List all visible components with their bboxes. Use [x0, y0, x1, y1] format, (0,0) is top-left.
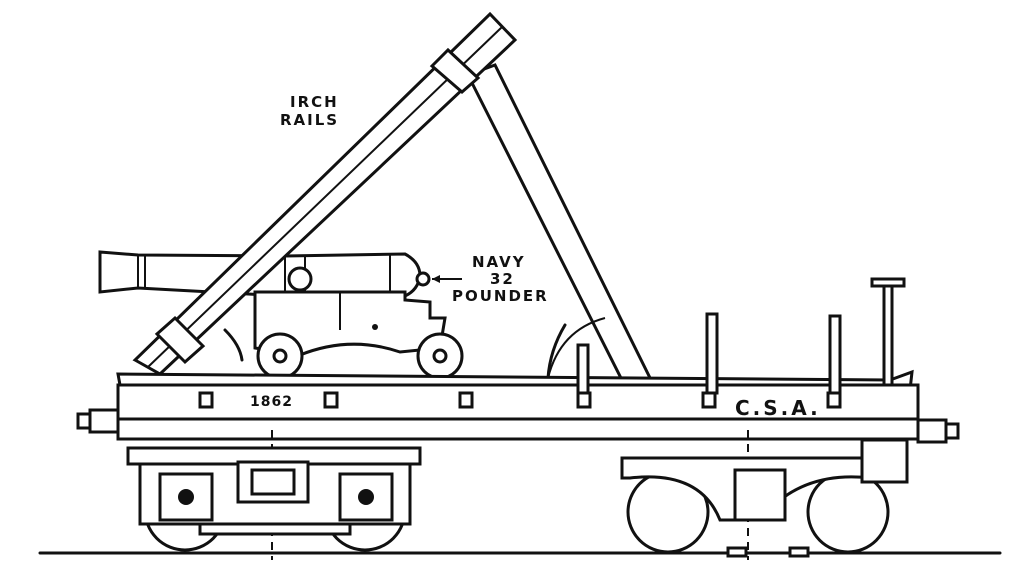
iron-rails-label-line2: RAILS — [280, 111, 340, 129]
navy-label-line2: 32 — [490, 270, 515, 288]
iron-rails-boom — [132, 11, 518, 376]
car-year-marking: 1862 — [250, 394, 293, 410]
iron-rails-label-line1: IRCH — [290, 93, 339, 111]
navy-label-line1: NAVY — [472, 253, 526, 271]
navy-label-line3: POUNDER — [452, 287, 549, 305]
a-frame-rear-leg — [465, 63, 658, 394]
navy-label-arrowhead — [432, 275, 440, 283]
left-truck — [126, 446, 422, 552]
rail-brace-left — [223, 328, 244, 362]
right-truck — [620, 438, 909, 558]
flatcar-platform — [76, 277, 960, 560]
car-csa-marking: C.S.A. — [735, 396, 821, 420]
arc-brace — [547, 317, 606, 379]
